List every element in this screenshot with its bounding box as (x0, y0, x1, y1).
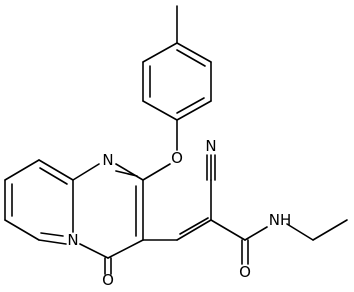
atom-n-pyrimidine: N (102, 151, 113, 169)
atom-nh-amide: NH (269, 211, 292, 229)
atom-n-nitrile: N (205, 137, 216, 155)
bond-c9-c8 (4, 159, 40, 181)
bond-tolyl-1 (176, 42, 212, 63)
atom-o-ring-carbonyl: O (102, 271, 114, 289)
bond-c6-n5-inner (40, 232, 64, 237)
bond-n5-c4 (79, 243, 109, 259)
atom-o-amide: O (239, 263, 251, 281)
bond-c2-n1-inner (115, 170, 138, 177)
bond-c9a-c9 (38, 159, 74, 181)
bond-n-ethyl (286, 223, 314, 241)
atom-labels: N N O N O O NH (67, 137, 291, 289)
bond-tolyl-3 (176, 100, 212, 121)
bond-c4-c3 (107, 239, 144, 259)
bond-carbonyl-n (244, 226, 268, 241)
bond-ethyl-methyl (312, 219, 348, 241)
bond-c6-n5 (38, 239, 67, 245)
bond-alpha-carbonyl (210, 219, 246, 241)
bond-n1-c9a (72, 163, 100, 181)
bond-lines (4, 5, 348, 275)
atom-n-bridgehead: N (67, 231, 78, 249)
bond-c9a-c9-inner (39, 167, 68, 185)
bond-vinyl-alkene-inner (179, 217, 209, 235)
bond-vinyl-alkene (176, 219, 212, 241)
bond-oxygen-c2 (142, 163, 171, 181)
bond-c2-n1 (115, 163, 144, 181)
bond-tolyl-6 (142, 42, 178, 63)
bond-tolyl-3-inner (176, 97, 205, 114)
bond-tolyl-4 (142, 100, 178, 121)
atom-o-ether: O (171, 149, 183, 167)
bond-tolyl-1-inner (176, 49, 206, 67)
bond-c7-c6 (4, 219, 40, 241)
